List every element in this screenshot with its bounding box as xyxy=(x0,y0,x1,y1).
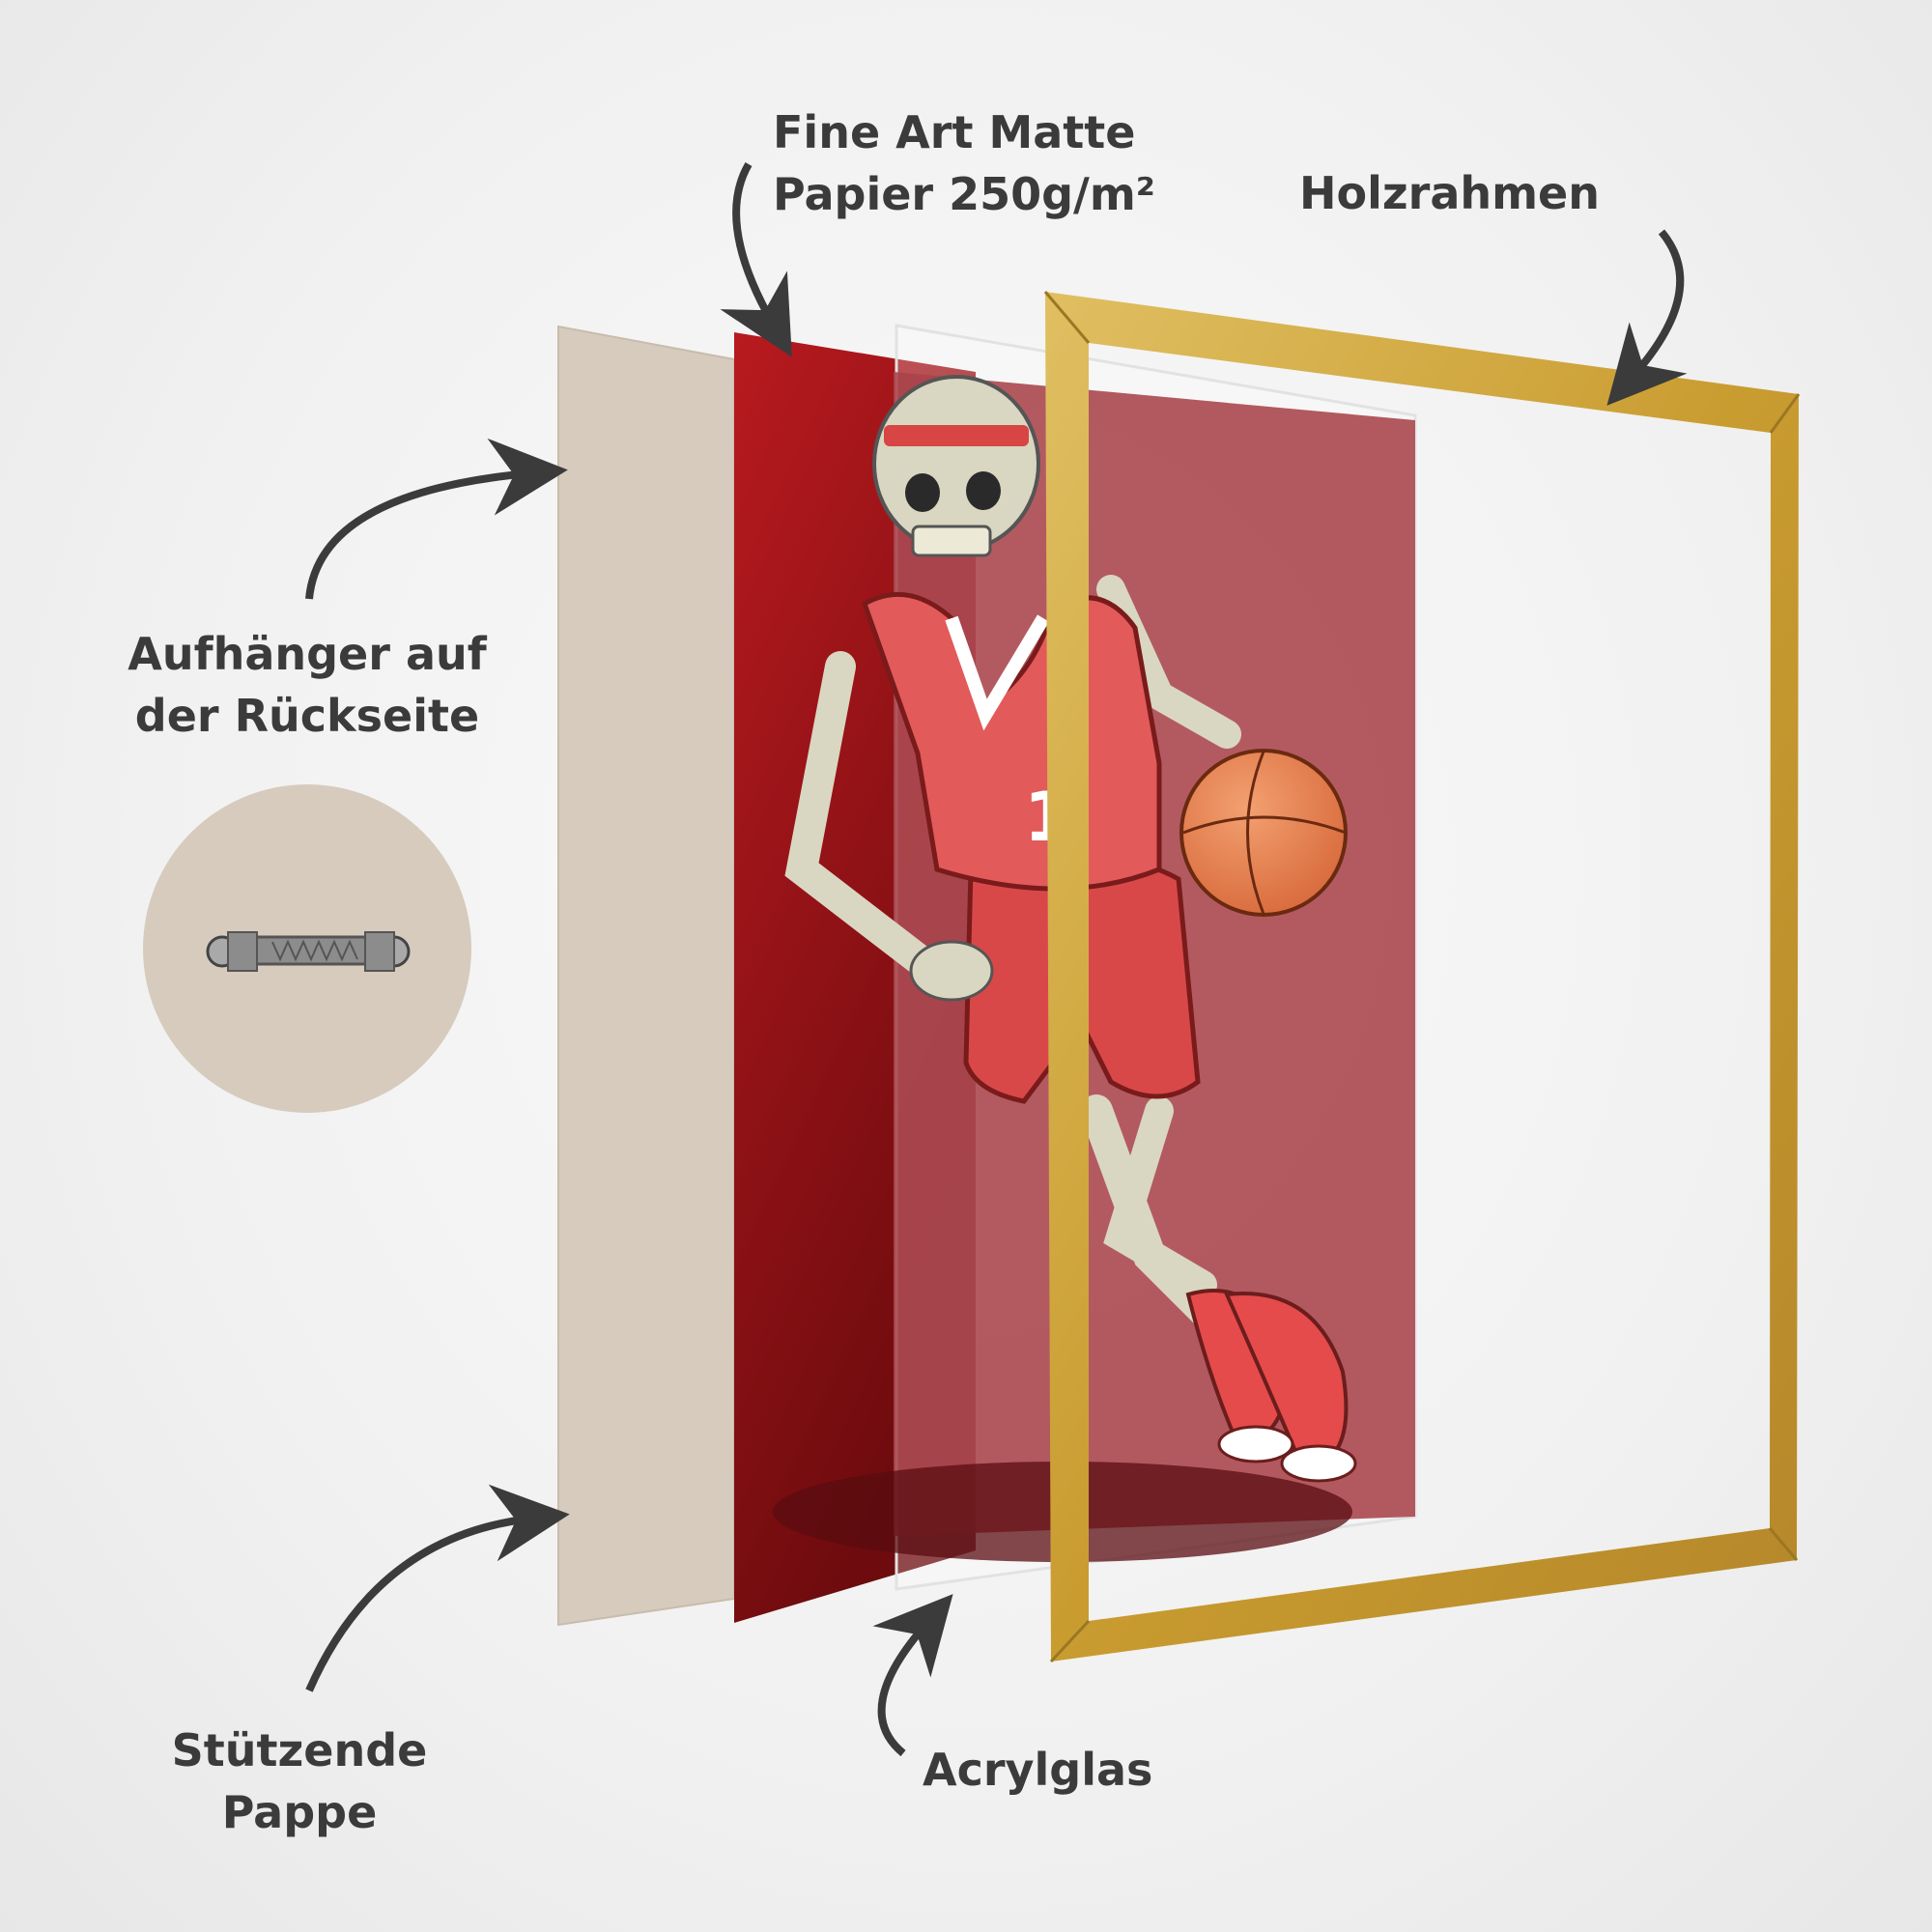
arrow-paper xyxy=(720,161,792,357)
gold-wood-frame xyxy=(1043,291,1801,1663)
acrylic-label: Acrylglas xyxy=(923,1739,1152,1801)
hanger-detail-circle xyxy=(143,784,471,1113)
arrow-frame xyxy=(1606,229,1688,406)
hanger-label-line2: der Rückseite xyxy=(134,690,480,742)
paper-label-line1: Fine Art Matte xyxy=(773,106,1136,158)
acrylic-label-text: Acrylglas xyxy=(923,1744,1153,1796)
board-label-line2: Pappe xyxy=(221,1786,378,1838)
paper-label-line2: Papier 250g/m² xyxy=(773,168,1155,220)
basketball xyxy=(1179,749,1348,917)
paper-label: Fine Art Matte Papier 250g/m² xyxy=(773,101,1155,225)
hanger-label: Aufhänger auf der Rückseite xyxy=(114,623,500,747)
hanger-label-line1: Aufhänger auf xyxy=(128,628,487,680)
board-label-line1: Stützende xyxy=(171,1724,428,1776)
arrow-hanger xyxy=(305,438,568,600)
frame-label: Holzrahmen xyxy=(1299,162,1600,224)
board-label: Stützende Pappe xyxy=(155,1719,444,1843)
arrow-board xyxy=(305,1484,570,1692)
arrow-acrylic xyxy=(872,1594,953,1757)
frame-label-text: Holzrahmen xyxy=(1299,167,1600,219)
cardboard-backing xyxy=(557,325,735,1627)
